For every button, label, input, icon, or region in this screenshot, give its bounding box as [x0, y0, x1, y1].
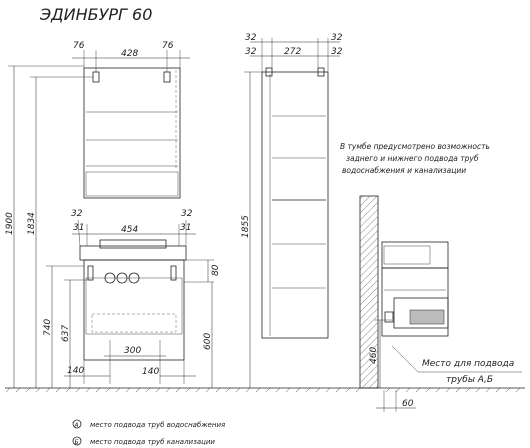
hinge-left	[92, 71, 100, 83]
pipe-inlet-b	[128, 272, 140, 284]
dim-454: 454	[121, 225, 138, 235]
dim-1834: 1834	[27, 212, 37, 235]
dim-31-right: 31	[180, 223, 191, 233]
legend-text-a: место подвода труб водоснабжения	[90, 421, 225, 429]
legend-text-b: место подвода труб канализации	[90, 438, 215, 446]
dim-side-32c: 32	[331, 33, 343, 43]
leg-bracket-right	[170, 265, 177, 281]
note-line-1: В тумбе предусмотрено возможность	[340, 142, 490, 151]
dim-76-right: 76	[162, 41, 174, 51]
dim-600: 600	[203, 333, 213, 350]
legend-item-b: Б место подвода труб канализации	[72, 436, 215, 446]
legend-marker-b: Б	[75, 439, 79, 446]
side-tall-cabinet	[261, 67, 329, 339]
dim-vanity-bottom: 300 140 140	[64, 340, 196, 384]
callout-line-1: Место для подвода	[422, 359, 514, 369]
dim-31-left: 31	[73, 223, 84, 233]
dim-32-left: 32	[71, 209, 83, 219]
plumbing-note: В тумбе предусмотрено возможность заднег…	[340, 142, 490, 175]
legend: А место подвода труб водоснабжения Б мес…	[72, 419, 225, 446]
dim-1900: 1900	[5, 212, 15, 235]
hinge-right	[163, 71, 171, 83]
dim-460-label: 460	[369, 347, 379, 364]
legend-marker-a: А	[74, 422, 79, 429]
dim-80: 80	[211, 264, 221, 276]
dim-60: 60	[376, 390, 416, 412]
dim-32-right: 32	[181, 209, 193, 219]
dim-740: 740	[43, 319, 53, 336]
dim-vanity-top: 32 31 454 32 31	[71, 209, 196, 247]
dim-637: 637	[61, 325, 71, 342]
dim-side-32d: 32	[331, 47, 343, 57]
dim-60-label: 60	[402, 399, 414, 409]
dim-76-left: 76	[73, 41, 85, 51]
callout-pipes: Место для подвода трубы А,Б	[391, 345, 522, 385]
dim-428: 428	[121, 49, 138, 59]
callout-line-2: трубы А,Б	[446, 375, 493, 385]
dim-140-right: 140	[142, 367, 159, 377]
wall-section	[359, 195, 379, 389]
pipe-inlet-a2	[116, 272, 128, 284]
drawing-title: ЭДИНБУРГ 60	[39, 5, 152, 24]
floor-hatching	[5, 387, 521, 393]
dim-upper-width: 76 428 76	[72, 41, 190, 72]
note-line-2: заднего и нижнего подвода труб	[346, 154, 479, 163]
front-upper-cabinet	[83, 67, 181, 199]
dim-1855-label: 1855	[241, 215, 251, 238]
dim-side-32a: 32	[245, 33, 257, 43]
side-pipe-bracket	[384, 311, 394, 323]
front-vanity	[79, 239, 187, 361]
dim-460: 460	[369, 319, 392, 388]
pipe-inlet-a1	[104, 272, 116, 284]
dim-side-top: 32 32 272 32 32	[245, 33, 343, 72]
dim-1855: 1855	[241, 71, 262, 388]
leg-bracket-left	[87, 265, 94, 281]
dim-vanity-heights: 740 637 80 600	[43, 259, 221, 388]
dim-272: 272	[284, 47, 301, 57]
legend-item-a: А место подвода труб водоснабжения	[72, 419, 225, 429]
dim-140-left: 140	[67, 366, 84, 376]
note-line-3: водоснабжения и канализации	[342, 166, 466, 175]
dim-side-32b: 32	[245, 47, 257, 57]
dim-300: 300	[124, 346, 141, 356]
side-vanity-section	[381, 241, 449, 337]
dim-overall-heights: 1900 1834	[5, 65, 93, 388]
